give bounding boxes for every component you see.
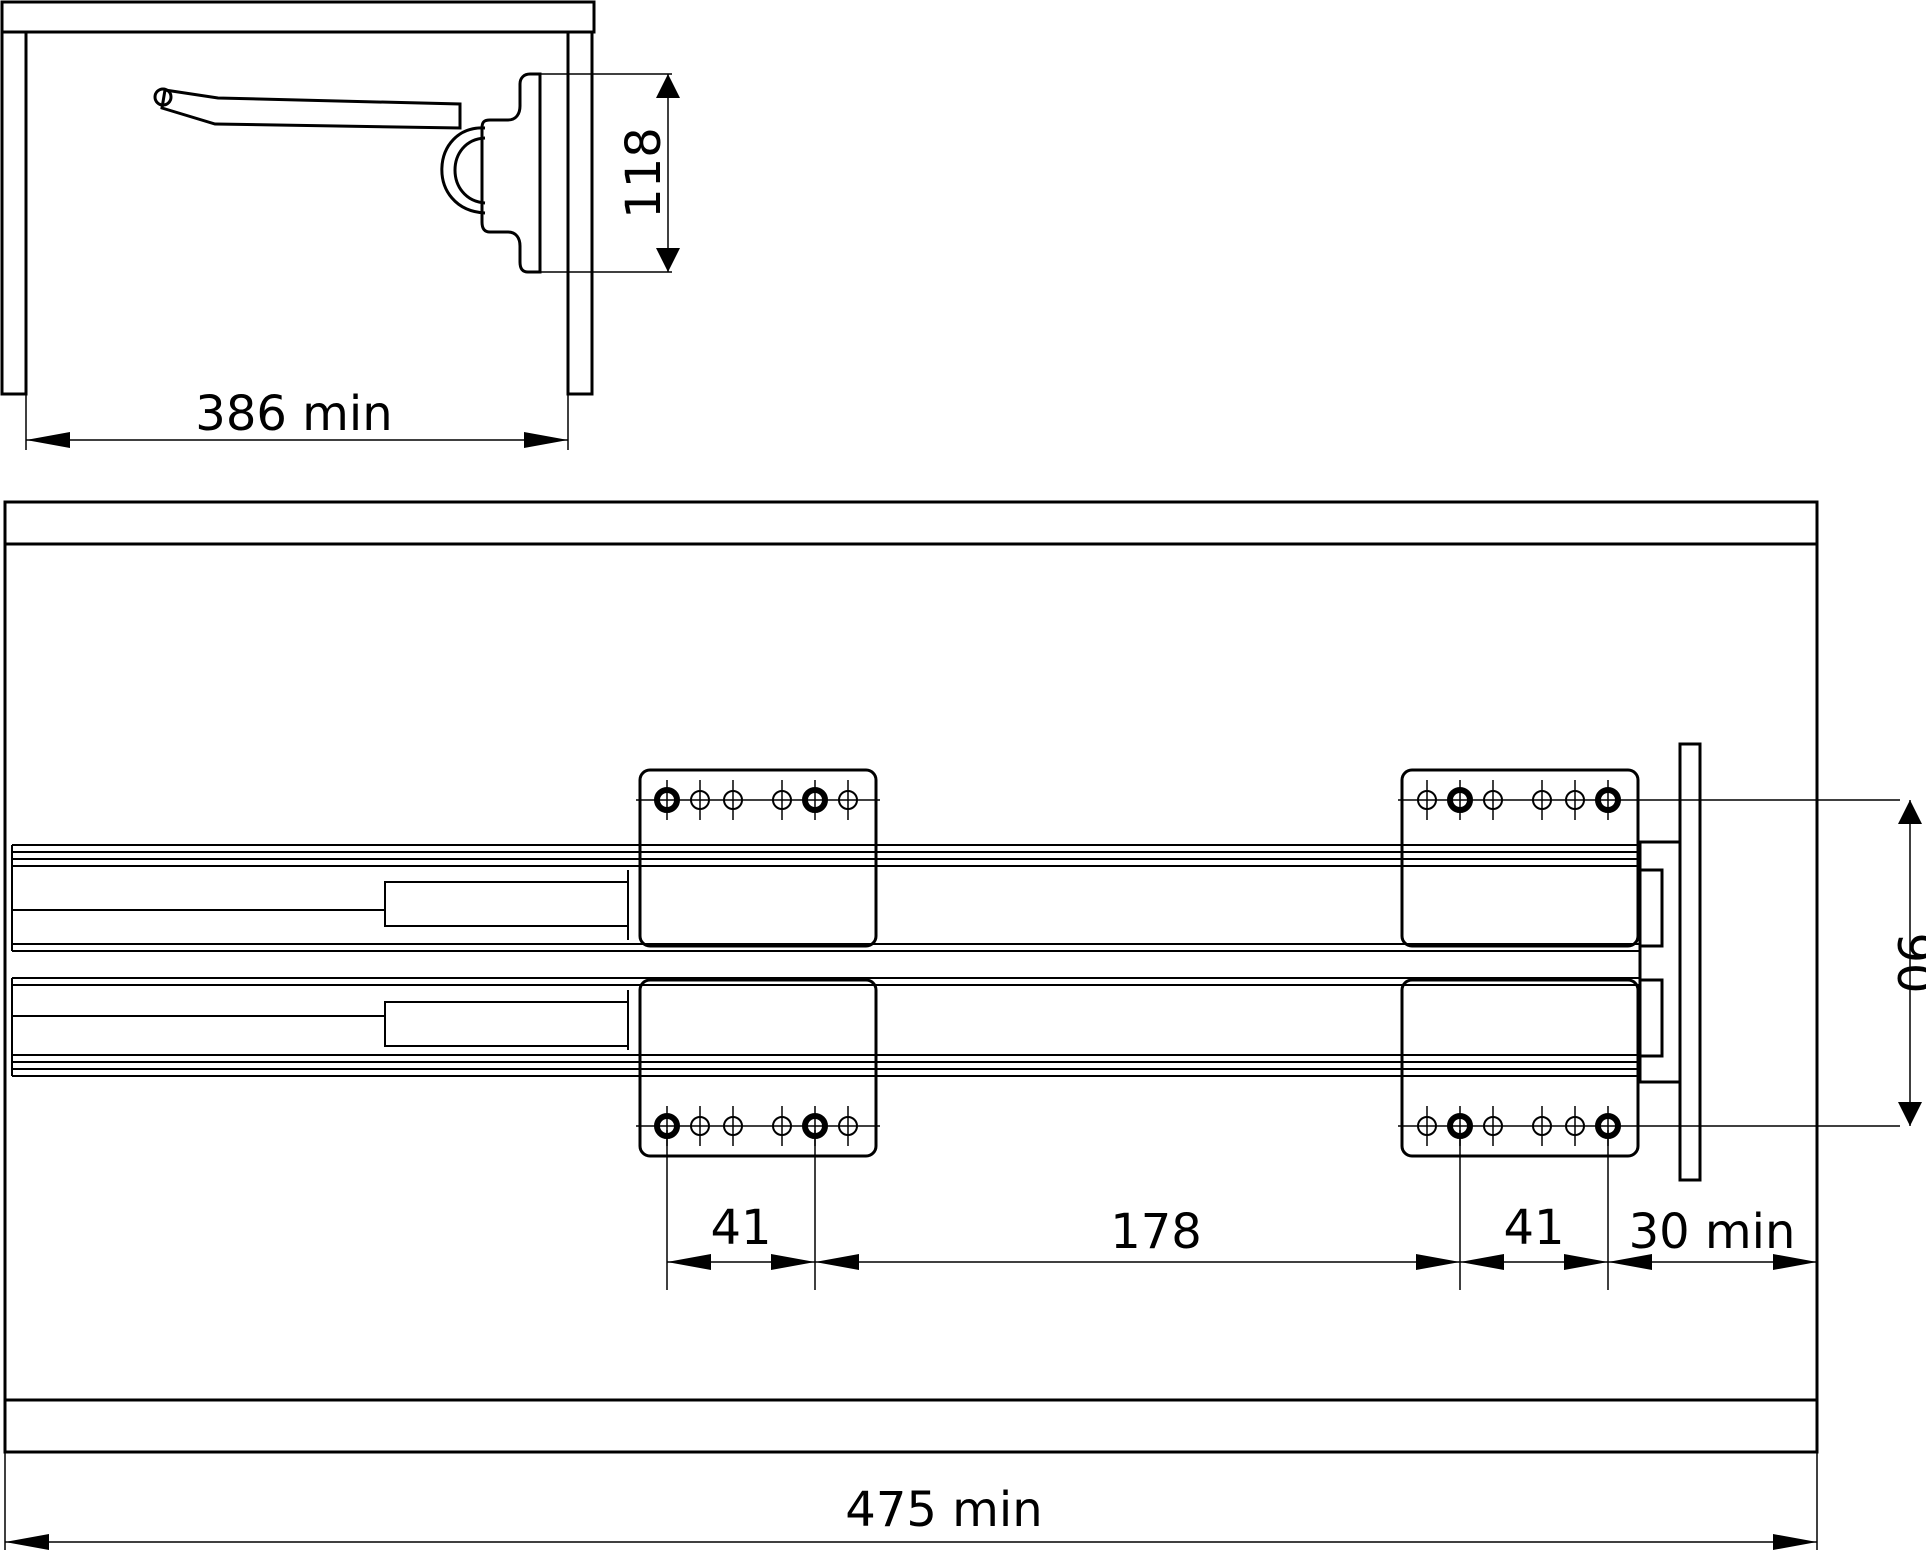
vertical-spacing-label: 90 <box>1886 932 1926 993</box>
mounting-holes <box>654 780 1621 1146</box>
top-view-roll-loop-inner <box>453 136 486 205</box>
top-view-height-label: 118 <box>616 127 672 219</box>
top-view-holder-arm <box>160 88 462 130</box>
front-plate-connector <box>1638 840 1682 1084</box>
top-view-roll-loop <box>440 126 486 215</box>
top-view-left-panel <box>0 30 28 396</box>
top-view-width-label: 386 min <box>195 386 392 442</box>
bracket-upper-left <box>638 768 878 948</box>
front-plate-assembly <box>1638 742 1702 1182</box>
rail-spacing-label: 178 <box>1110 1204 1202 1260</box>
rear-clearance-label: 30 min <box>1629 1204 1796 1260</box>
cabinet-bottom-shelf <box>3 1398 1819 1454</box>
top-view-right-panel <box>566 30 594 396</box>
cabinet-depth-label: 475 min <box>845 1482 1042 1538</box>
front-view <box>3 500 1922 1550</box>
front-plate-slot-upper <box>1638 868 1664 948</box>
top-view-top-panel <box>0 0 596 34</box>
top-view-arm-knob <box>153 87 173 107</box>
top-view-mounting-bracket <box>480 72 542 274</box>
rail-inner-slides <box>12 870 629 1050</box>
hole-spacing-right-label: 41 <box>1503 1200 1564 1256</box>
bracket-upper-right <box>1400 768 1640 948</box>
hole-center-lines <box>636 799 1900 1127</box>
bracket-lower-left <box>638 978 878 1158</box>
hole-spacing-left-label: 41 <box>710 1200 771 1256</box>
front-plate <box>1678 742 1702 1182</box>
top-view <box>0 0 680 450</box>
bracket-lower-right <box>1400 978 1640 1158</box>
cabinet-top-shelf <box>3 500 1819 546</box>
horizontal-dimension-lines <box>5 1254 1817 1550</box>
upper-rail <box>11 844 1640 952</box>
lower-rail <box>11 977 1640 1077</box>
front-plate-slot-lower <box>1638 978 1664 1058</box>
